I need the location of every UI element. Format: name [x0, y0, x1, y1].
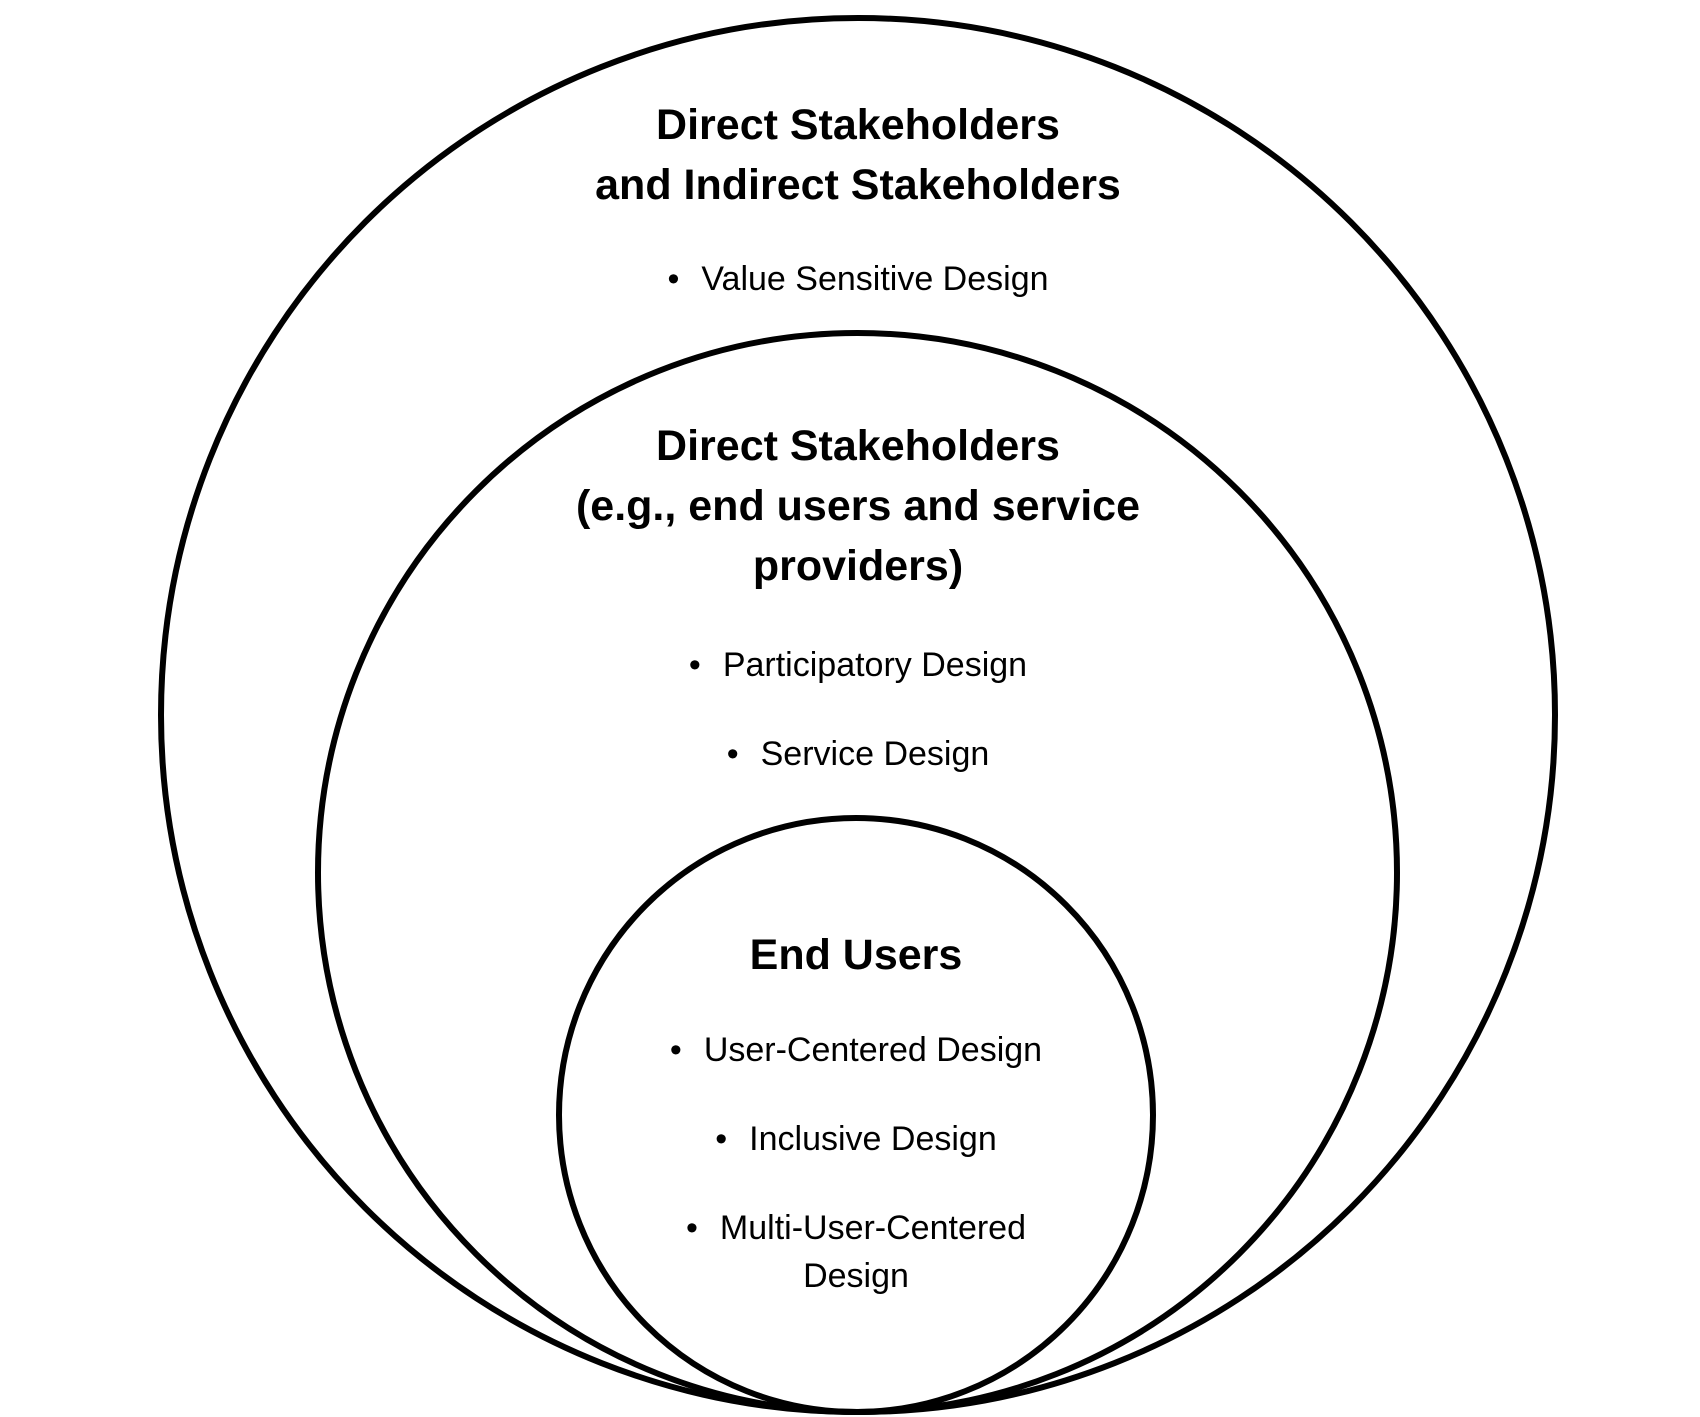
- outer-circle-list: Value Sensitive Design: [508, 255, 1208, 344]
- inner-circle-list: User-Centered Design Inclusive Design Mu…: [616, 1026, 1096, 1341]
- list-item-participatory-design: Participatory Design: [558, 641, 1158, 689]
- middle-circle-heading: Direct Stakeholders (e.g., end users and…: [575, 422, 1141, 590]
- middle-circle-list: Participatory Design Service Design: [558, 641, 1158, 819]
- inner-circle-heading: End Users: [749, 931, 963, 979]
- list-item-user-centered-design: User-Centered Design: [616, 1026, 1096, 1074]
- inner-circle: [556, 815, 1156, 1415]
- list-item-service-design: Service Design: [558, 730, 1158, 778]
- list-item-inclusive-design: Inclusive Design: [616, 1115, 1096, 1163]
- list-item-multi-user-centered-design: Multi-User-Centered Design: [616, 1204, 1096, 1300]
- list-item-value-sensitive-design: Value Sensitive Design: [508, 255, 1208, 303]
- outer-circle-heading: Direct Stakeholders and Indirect Stakeho…: [595, 101, 1121, 209]
